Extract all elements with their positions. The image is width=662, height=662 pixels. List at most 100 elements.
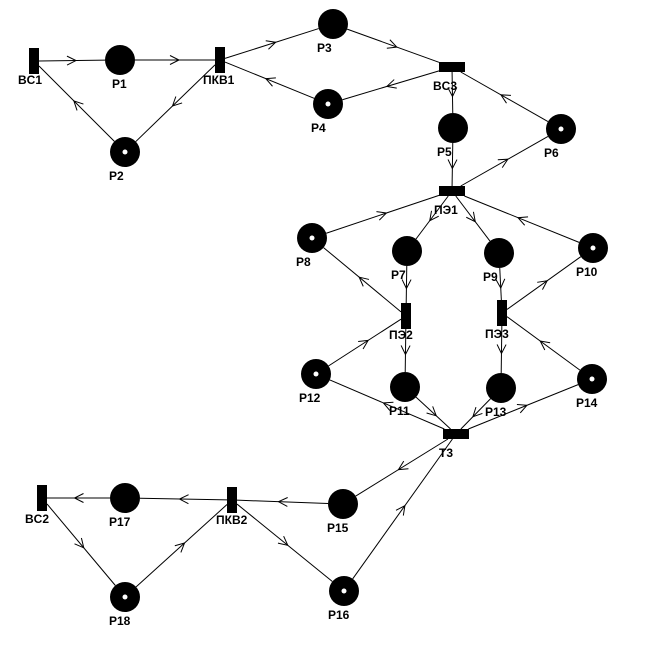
arc-pe1-to-p7 [415, 195, 449, 240]
place-label-p14: P14 [576, 396, 598, 410]
token [325, 101, 331, 107]
arc-p17-to-bc2 [47, 493, 110, 503]
arrowhead [74, 537, 85, 549]
arc-p14-to-pe3 [506, 316, 581, 371]
place-p10[interactable] [578, 233, 608, 263]
arc-t3-to-p14 [468, 384, 579, 430]
arc-p3-to-bc3 [346, 28, 440, 63]
node-layer [29, 9, 608, 612]
place-label-p4: P4 [311, 121, 326, 135]
arrowhead [397, 460, 409, 471]
arrowhead [73, 493, 84, 503]
arc-p10-to-pe1 [464, 195, 580, 243]
token [341, 588, 347, 594]
place-p9[interactable] [484, 238, 514, 268]
arc-bc3-to-p5 [447, 71, 458, 114]
arrowhead [178, 494, 189, 505]
arc-p18-to-pkb2 [135, 504, 228, 588]
place-p14[interactable] [577, 364, 607, 394]
place-label-p2: P2 [109, 169, 124, 183]
place-p2[interactable] [110, 137, 140, 167]
transition-label-pkb1: ПКВ1 [203, 73, 235, 87]
arrowhead [539, 340, 551, 351]
arc-p2-to-bc1 [38, 65, 115, 142]
arc-pe3-to-p13 [496, 325, 507, 374]
token [558, 126, 564, 132]
place-p6[interactable] [546, 114, 576, 144]
arrowhead [395, 504, 406, 516]
arc-bc2-to-p18 [46, 503, 116, 586]
place-p7[interactable] [392, 236, 422, 266]
transition-label-bc2: BC2 [25, 512, 49, 526]
arc-bc1-to-p1 [38, 55, 106, 66]
transition-bc3[interactable] [439, 62, 465, 72]
transition-pkb2[interactable] [227, 487, 237, 513]
transition-pe2[interactable] [401, 303, 411, 329]
place-p5[interactable] [438, 113, 468, 143]
arc-pkb1-to-p2 [135, 64, 216, 142]
arc-pe1-to-p9 [455, 195, 491, 242]
arrowhead [516, 216, 529, 226]
arc-p6-to-bc3 [460, 71, 549, 123]
arc-p5-to-pe1 [447, 142, 458, 187]
arc-pkb1-to-p3 [224, 28, 319, 59]
arc-p8-to-pe1 [326, 194, 440, 234]
transition-bc1[interactable] [29, 48, 39, 74]
place-p13[interactable] [486, 373, 516, 403]
token [309, 235, 315, 241]
arrowhead [472, 406, 483, 418]
arc-t3-to-p12 [329, 379, 445, 430]
token [313, 371, 319, 377]
place-label-p11: P11 [389, 404, 410, 418]
arc-t3-to-p15 [355, 438, 449, 497]
arrowhead [382, 401, 394, 411]
arc-pkb2-to-p16 [236, 503, 333, 582]
arc-p1-to-pkb1 [135, 55, 215, 65]
arc-p15-to-pkb2 [236, 497, 329, 507]
token [122, 149, 128, 155]
place-label-p16: P16 [328, 608, 350, 622]
arc-pe3-to-p10 [506, 256, 582, 310]
place-p1[interactable] [105, 45, 135, 75]
arrowhead [496, 344, 507, 355]
transition-pe1[interactable] [439, 186, 465, 196]
transition-label-pe1: ПЭ1 [434, 203, 458, 217]
arc-p7-to-pe2 [401, 265, 412, 304]
arrowhead [264, 77, 276, 87]
place-p17[interactable] [110, 483, 140, 513]
arrowhead [265, 40, 277, 50]
arrowhead [66, 55, 78, 66]
place-p12[interactable] [301, 359, 331, 389]
place-p8[interactable] [297, 223, 327, 253]
token [590, 245, 596, 251]
arrowhead [385, 79, 397, 89]
transition-pe3[interactable] [497, 300, 507, 326]
place-label-p3: P3 [317, 41, 332, 55]
place-label-p8: P8 [296, 255, 311, 269]
transition-pkb1[interactable] [215, 47, 225, 73]
arrowhead [386, 39, 398, 49]
arrowhead [499, 94, 511, 104]
place-label-p18: P18 [109, 614, 131, 628]
place-p18[interactable] [110, 582, 140, 612]
transition-bc2[interactable] [37, 485, 47, 511]
transition-label-t3: T3 [439, 446, 453, 460]
arrowhead [516, 404, 528, 414]
place-label-p15: P15 [327, 521, 349, 535]
place-p15[interactable] [328, 489, 358, 519]
place-p4[interactable] [313, 89, 343, 119]
arrowhead [426, 406, 438, 417]
arrowhead [73, 100, 84, 111]
arc-p9-to-pe3 [495, 267, 506, 301]
token [589, 376, 595, 382]
place-label-p6: P6 [544, 146, 559, 160]
transition-label-bc3: BC3 [433, 79, 457, 93]
place-p3[interactable] [318, 9, 348, 39]
place-p11[interactable] [390, 372, 420, 402]
place-label-p1: P1 [112, 77, 127, 91]
arrowhead [466, 211, 476, 223]
arrowhead [277, 535, 289, 547]
transition-t3[interactable] [443, 429, 469, 439]
place-p16[interactable] [329, 576, 359, 606]
